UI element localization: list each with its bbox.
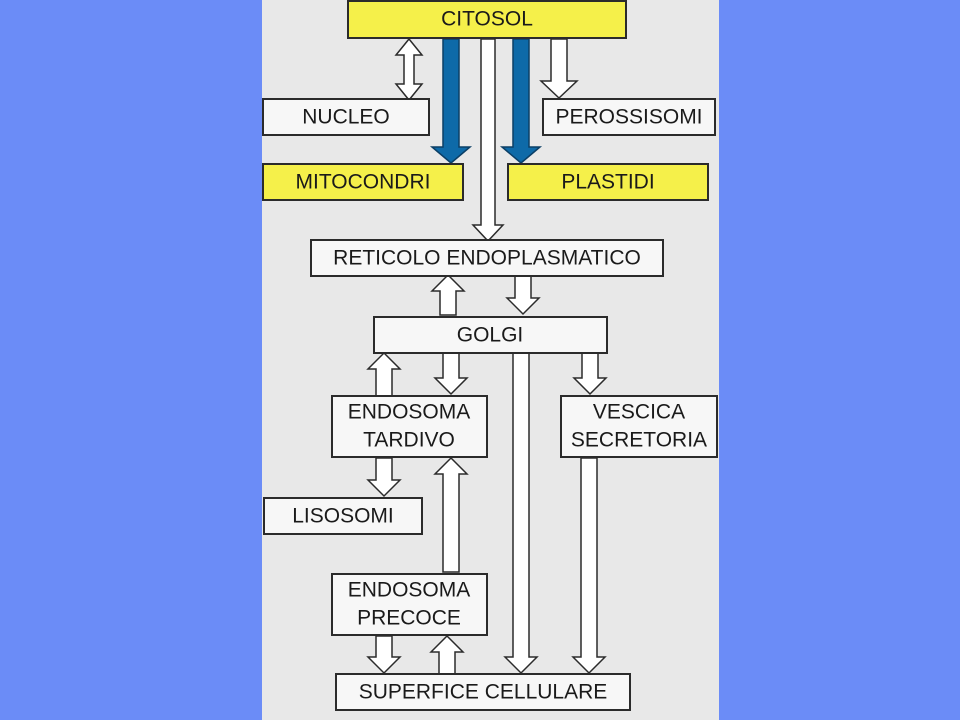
label-endosoma-precoce-1: ENDOSOMA <box>348 579 471 602</box>
box-plastidi: PLASTIDI <box>507 163 709 201</box>
arrow-precoce-superfice <box>366 635 402 675</box>
box-citosol: CITOSOL <box>347 0 627 39</box>
box-mitocondri: MITOCONDRI <box>262 163 464 201</box>
arrow-citosol-mitocondri <box>429 38 473 164</box>
arrow-vescica-superfice <box>571 457 607 675</box>
box-lisosomi: LISOSOMI <box>263 497 423 535</box>
arrow-golgi-reticolo <box>430 273 466 316</box>
label-endosoma-tardivo-1: ENDOSOMA <box>348 401 471 424</box>
label-golgi: GOLGI <box>457 324 524 347</box>
arrow-citosol-nucleo <box>394 37 424 102</box>
arrow-precoce-tardivo <box>433 456 469 573</box>
arrow-reticolo-golgi <box>505 274 541 316</box>
label-nucleo: NUCLEO <box>302 106 390 129</box>
label-citosol: CITOSOL <box>441 8 533 31</box>
label-vescica-1: VESCICA <box>593 401 685 424</box>
arrow-citosol-reticolo <box>471 38 505 243</box>
label-endosoma-tardivo-2: TARDIVO <box>363 429 455 452</box>
box-golgi: GOLGI <box>373 316 608 354</box>
box-endosoma-tardivo: ENDOSOMA TARDIVO <box>331 395 488 458</box>
arrow-citosol-perossisomi <box>539 38 579 100</box>
label-mitocondri: MITOCONDRI <box>296 171 431 194</box>
box-endosoma-precoce: ENDOSOMA PRECOCE <box>331 573 488 636</box>
label-superfice: SUPERFICE CELLULARE <box>359 681 608 704</box>
arrow-tardivo-golgi <box>366 351 402 397</box>
box-reticolo: RETICOLO ENDOPLASMATICO <box>310 239 664 277</box>
label-endosoma-precoce-2: PRECOCE <box>357 607 461 630</box>
box-nucleo: NUCLEO <box>262 98 430 136</box>
label-perossisomi: PEROSSISOMI <box>555 106 702 129</box>
box-perossisomi: PEROSSISOMI <box>542 98 716 136</box>
arrow-golgi-vescica <box>572 352 608 396</box>
label-reticolo: RETICOLO ENDOPLASMATICO <box>333 247 641 270</box>
label-vescica-2: SECRETORIA <box>571 429 707 452</box>
arrow-tardivo-lisosomi <box>366 457 402 498</box>
arrow-golgi-superfice <box>503 352 539 675</box>
box-superfice-cellulare: SUPERFICE CELLULARE <box>335 673 631 711</box>
arrow-golgi-tardivo <box>433 352 469 396</box>
arrow-citosol-plastidi <box>499 38 543 164</box>
label-plastidi: PLASTIDI <box>561 171 654 194</box>
arrow-superfice-precoce <box>429 634 465 675</box>
label-lisosomi: LISOSOMI <box>292 505 394 528</box>
box-vescica-secretoria: VESCICA SECRETORIA <box>560 395 718 458</box>
